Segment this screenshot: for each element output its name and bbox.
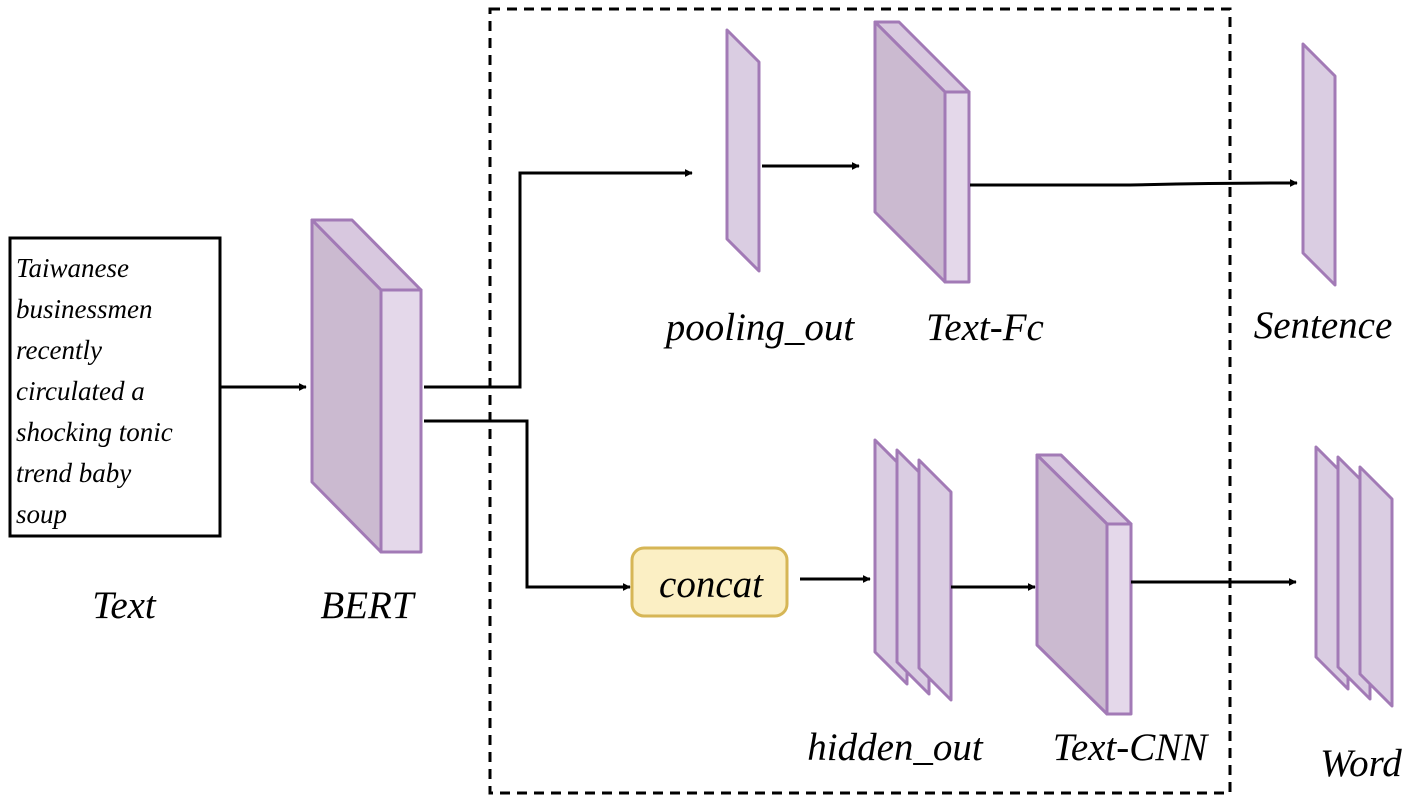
text-cnn-block xyxy=(1035,453,1133,716)
input-text-line: businessmen xyxy=(16,294,153,324)
text-cnn-label: Text-CNN xyxy=(1053,726,1210,769)
pooling-out-slab xyxy=(725,28,761,273)
input-text-line: shocking tonic xyxy=(16,417,173,447)
input-text-line: Taiwanese xyxy=(16,253,129,283)
concat-label: concat xyxy=(659,563,764,606)
hidden-out-label: hidden_out xyxy=(807,726,984,769)
text-label: Text xyxy=(92,584,157,627)
arrow-bert-to-concat xyxy=(424,419,631,591)
bert-block xyxy=(310,218,423,554)
input-text-line: soup xyxy=(16,499,67,529)
input-text-box: Taiwanese businessmen recently circulate… xyxy=(8,236,222,538)
word-label: Word xyxy=(1320,742,1402,785)
text-fc-block xyxy=(873,20,971,284)
sentence-label: Sentence xyxy=(1254,304,1393,347)
bert-label: BERT xyxy=(320,584,415,627)
hidden-out-stack xyxy=(873,438,953,702)
arrow-bert-to-pooling xyxy=(424,169,693,389)
concat-rect xyxy=(630,546,789,618)
concat-box: concat xyxy=(630,546,789,618)
input-text-line: recently xyxy=(16,335,102,365)
input-text-line: circulated a xyxy=(16,376,145,406)
word-stack xyxy=(1314,445,1394,708)
sentence-slab xyxy=(1301,42,1337,287)
dashed-module-boundary xyxy=(488,7,1232,795)
text-fc-label: Text-Fc xyxy=(926,306,1044,349)
input-text-line: trend baby xyxy=(16,458,131,488)
pooling-out-label: pooling_out xyxy=(663,306,856,349)
arrow-textfc-to-sentence xyxy=(970,179,1298,188)
